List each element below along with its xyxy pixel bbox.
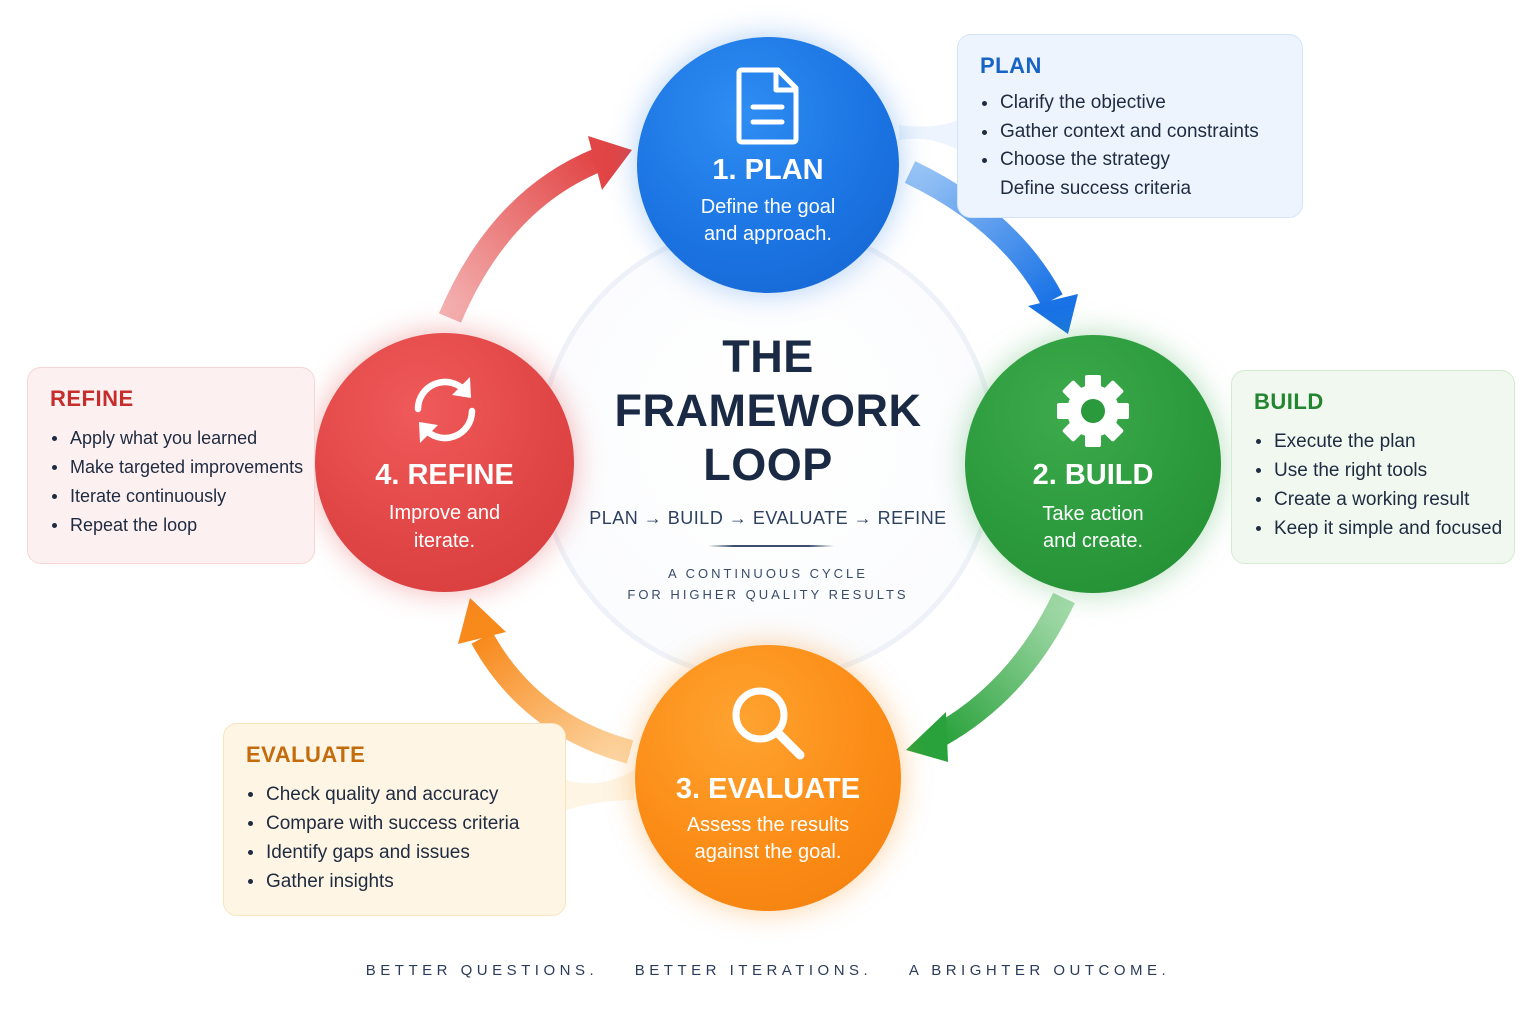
build-to-evaluate-arrow xyxy=(906,592,1075,762)
list-item-text: Identify gaps and issues xyxy=(266,842,470,863)
list-item: Identify gaps and issues xyxy=(246,838,543,867)
list-item-text: Gather insights xyxy=(266,871,394,892)
refresh-icon xyxy=(414,377,475,443)
list-item-text: Iterate continuously xyxy=(70,486,227,506)
bullet xyxy=(52,523,57,528)
bullet xyxy=(52,465,57,470)
bullet xyxy=(248,879,253,884)
list-item: Create a working result xyxy=(1254,485,1492,514)
list-item-text: Use the right tools xyxy=(1274,460,1428,481)
plan-card: PLAN Clarify the objective Gather contex… xyxy=(957,34,1303,218)
evaluate-node-title: 3. EVALUATE xyxy=(675,773,861,805)
evaluate-card: EVALUATE Check quality and accuracy Comp… xyxy=(223,723,566,916)
list-item-text: Compare with success criteria xyxy=(266,813,520,834)
bullet xyxy=(1256,497,1261,502)
gear-icon xyxy=(1057,375,1129,447)
list-item-text: Execute the plan xyxy=(1274,431,1416,452)
plan-card-list: Clarify the objective Gather context and… xyxy=(980,89,1280,203)
plan-node: 1. PLAN Define the goal and approach. xyxy=(637,37,899,293)
plan-node-title: 1. PLAN xyxy=(712,154,824,186)
list-item: Use the right tools xyxy=(1254,456,1492,485)
bullet xyxy=(1256,526,1261,531)
plan-card-connector xyxy=(899,120,958,150)
list-item-text: Apply what you learned xyxy=(70,428,258,448)
magnifier-icon xyxy=(732,687,805,760)
build-node-desc-2: and create. xyxy=(1042,530,1144,552)
tagline-part-2: BETTER ITERATIONS. xyxy=(634,962,873,979)
list-item: Apply what you learned xyxy=(50,424,292,453)
bullet xyxy=(982,129,987,135)
tagline-part-3: A BRIGHTER OUTCOME. xyxy=(908,962,1171,979)
list-item: Gather insights xyxy=(246,867,543,896)
bullet xyxy=(1256,468,1261,473)
title-line-3: LOOP xyxy=(703,439,833,490)
refine-card: REFINE Apply what you learned Make targe… xyxy=(27,367,315,564)
title-line-1: THE xyxy=(722,331,814,382)
list-item-text: Choose the strategy xyxy=(1000,149,1171,170)
list-item: Iterate continuously xyxy=(50,482,292,511)
bullet xyxy=(982,101,987,106)
list-item-text: Check quality and accuracy xyxy=(266,784,499,805)
list-item: Gather context and constraints xyxy=(980,118,1280,147)
refine-card-list: Apply what you learned Make targeted imp… xyxy=(50,424,303,540)
refine-to-plan-arrow xyxy=(438,136,632,323)
subtitle-line-1: A CONTINUOUS CYCLE xyxy=(668,566,868,581)
list-item: Check quality and accuracy xyxy=(246,780,543,809)
list-item-text: Clarify the objective xyxy=(1000,92,1166,113)
list-item-text: Create a working result xyxy=(1274,489,1470,510)
build-node-title: 2. BUILD xyxy=(1032,459,1154,491)
refine-node-title: 4. REFINE xyxy=(375,459,514,491)
list-item: Clarify the objective xyxy=(980,89,1280,118)
evaluate-node: 3. EVALUATE Assess the results against t… xyxy=(635,645,901,911)
list-item-text: Make targeted improvements xyxy=(70,457,304,477)
list-item: Compare with success criteria xyxy=(246,809,543,838)
list-item-text: Keep it simple and focused xyxy=(1274,518,1503,539)
framework-title: THE FRAMEWORK LOOP xyxy=(560,330,976,492)
bullet xyxy=(248,821,253,826)
list-item: Choose the strategy xyxy=(980,146,1280,175)
subtitle-line-2: FOR HIGHER QUALITY RESULTS xyxy=(627,587,909,602)
list-item-text: Repeat the loop xyxy=(70,515,198,535)
bullet xyxy=(52,436,57,441)
bullet xyxy=(52,494,57,499)
build-node-desc-1: Take action xyxy=(1042,503,1144,525)
plan-card-title: PLAN xyxy=(980,53,1042,78)
bullet xyxy=(248,850,253,855)
list-item: Repeat the loop xyxy=(50,511,292,540)
list-item: Define success criteria xyxy=(980,175,1280,204)
refine-card-title: REFINE xyxy=(50,386,134,411)
refine-node-desc-1: Improve and xyxy=(388,502,501,524)
evaluate-card-list: Check quality and accuracy Compare with … xyxy=(246,780,543,896)
document-icon xyxy=(736,67,799,145)
tagline: BETTER QUESTIONS. BETTER ITERATIONS. A B… xyxy=(0,962,1536,979)
list-item: Execute the plan xyxy=(1254,427,1492,456)
plan-node-desc-1: Define the goal xyxy=(700,196,836,218)
list-item-text: Define success criteria xyxy=(1000,177,1192,199)
build-card-list: Execute the plan Use the right tools Cre… xyxy=(1254,427,1502,543)
title-line-2: FRAMEWORK xyxy=(614,385,922,436)
list-item-text: Gather context and constraints xyxy=(1000,120,1259,142)
evaluate-node-desc-1: Assess the results xyxy=(686,814,850,836)
center-circle xyxy=(537,222,997,682)
evaluate-node-desc-2: against the goal. xyxy=(694,841,842,863)
refine-node-desc-2: iterate. xyxy=(413,530,476,552)
tagline-part-1: BETTER QUESTIONS. xyxy=(365,962,599,979)
build-card: BUILD Execute the plan Use the right too… xyxy=(1231,370,1515,564)
bullet xyxy=(248,792,253,797)
divider xyxy=(708,545,834,547)
bullet xyxy=(1256,439,1261,444)
plan-to-build-arrow xyxy=(904,161,1078,334)
build-node: 2. BUILD Take action and create. xyxy=(965,335,1221,593)
list-item: Make targeted improvements xyxy=(50,453,303,482)
list-item: Keep it simple and focused xyxy=(1254,514,1502,543)
build-card-title: BUILD xyxy=(1254,389,1324,414)
evaluate-to-refine-arrow xyxy=(458,598,634,764)
bullet xyxy=(982,158,987,163)
evaluate-card-title: EVALUATE xyxy=(246,742,366,767)
refine-node: 4. REFINE Improve and iterate. xyxy=(315,333,574,592)
flow-sequence: PLAN → BUILD → EVALUATE → REFINE xyxy=(589,508,947,528)
plan-node-desc-2: and approach. xyxy=(704,223,832,245)
evaluate-card-connector xyxy=(566,770,634,810)
